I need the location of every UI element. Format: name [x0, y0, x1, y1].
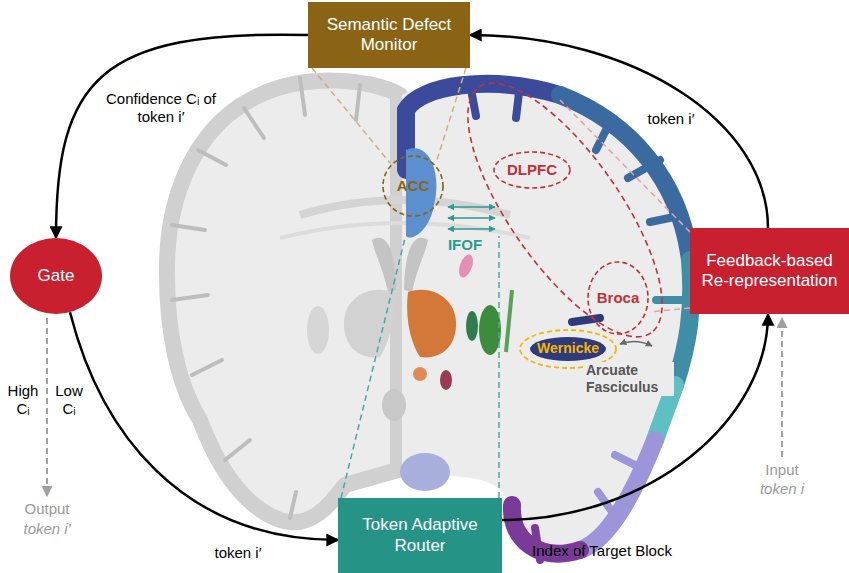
- edge-label: Confidence Cᵢ of token i′: [100, 90, 222, 126]
- ifof-arrow: [448, 228, 495, 230]
- node-text: Gate: [38, 266, 75, 286]
- sulcus: [244, 108, 264, 138]
- region-label: DLPFC: [502, 161, 562, 179]
- gyrus: [516, 84, 520, 118]
- sulcus: [172, 225, 205, 230]
- caudate: [456, 253, 475, 280]
- thalamus: [407, 290, 456, 358]
- dlpfc-broca-outline: [434, 56, 696, 365]
- gyrus: [598, 492, 618, 520]
- ifof-arrows: [448, 207, 495, 229]
- hippocampus: [400, 453, 450, 491]
- sulcus: [172, 295, 208, 300]
- gyrus: [628, 160, 660, 178]
- gate-circle: Gate: [10, 238, 102, 314]
- basal-ganglia: [344, 290, 393, 358]
- sulci: [172, 78, 360, 518]
- white-matter: [280, 223, 530, 238]
- region-label: Broca: [593, 289, 643, 307]
- sulcus: [225, 440, 250, 460]
- edge-label: Index of Target Block: [526, 542, 678, 560]
- claustrum: [506, 290, 512, 352]
- sulcus: [300, 78, 305, 115]
- region-label: IFOF: [440, 236, 490, 254]
- globus-pallidus: [466, 311, 478, 341]
- basal-ganglia: [307, 306, 329, 354]
- monitor-box: Semantic Defect Monitor: [308, 2, 470, 68]
- flow-arrow: [502, 314, 768, 520]
- ventricle: [372, 238, 396, 292]
- cortex-band: [675, 260, 691, 385]
- brainstem: [382, 389, 406, 421]
- corpus-callosum: [300, 200, 510, 215]
- sulcus: [192, 360, 222, 375]
- input-arrow: [781, 318, 783, 457]
- flow-arrow: [56, 35, 308, 238]
- putamen: [479, 305, 501, 355]
- wernicke-area: [530, 337, 606, 361]
- edge-label: token i′: [645, 110, 697, 128]
- sulcus: [356, 85, 360, 120]
- output-token: token i′: [15, 520, 79, 538]
- ventricle: [404, 238, 428, 292]
- node-text: Token Adaptive Router: [346, 515, 494, 556]
- broca-outline: [588, 262, 648, 334]
- flow-arrow: [70, 312, 338, 540]
- output-arrow: [46, 318, 48, 496]
- gyrus: [615, 455, 645, 470]
- nucleus: [413, 367, 427, 381]
- gate-branch-label: Low Cᵢ: [52, 382, 86, 418]
- leader-line: [650, 308, 690, 312]
- gate-branch-label: High Cᵢ: [4, 382, 42, 418]
- leader-line: [436, 68, 466, 163]
- cortex-band: [580, 440, 655, 550]
- router-box: Token Adaptive Router: [338, 498, 502, 573]
- cortex-band: [406, 84, 560, 170]
- input-label: Input: [752, 461, 812, 479]
- ellipse-shape: [10, 238, 102, 314]
- leader-line: [498, 236, 500, 498]
- region-label: ACC: [388, 177, 438, 195]
- nucleus: [440, 370, 452, 390]
- node-text: Feedback-based Re-representation: [698, 251, 841, 292]
- left-hemisphere: [167, 81, 400, 523]
- region-label: Wernicke: [532, 340, 604, 357]
- acc-outline: [383, 156, 443, 216]
- sulcus: [198, 150, 226, 165]
- node-text: Semantic Defect Monitor: [316, 15, 462, 56]
- output-label: Output: [15, 500, 79, 518]
- ifof-arrow: [448, 206, 495, 208]
- feedback-box: Feedback-based Re-representation: [690, 228, 849, 314]
- flow-arrow: [470, 35, 768, 228]
- leader-line: [312, 68, 390, 163]
- leader-line: [341, 238, 405, 498]
- sulcus: [290, 492, 296, 518]
- ifof-arrow: [448, 217, 495, 219]
- edge-label: token i′: [212, 544, 264, 562]
- dlpfc-outline: [494, 152, 570, 188]
- region-label: Arcuate Fasciculus: [584, 362, 674, 396]
- arcuate-arrow: [620, 341, 652, 346]
- input-token: token i: [752, 480, 812, 498]
